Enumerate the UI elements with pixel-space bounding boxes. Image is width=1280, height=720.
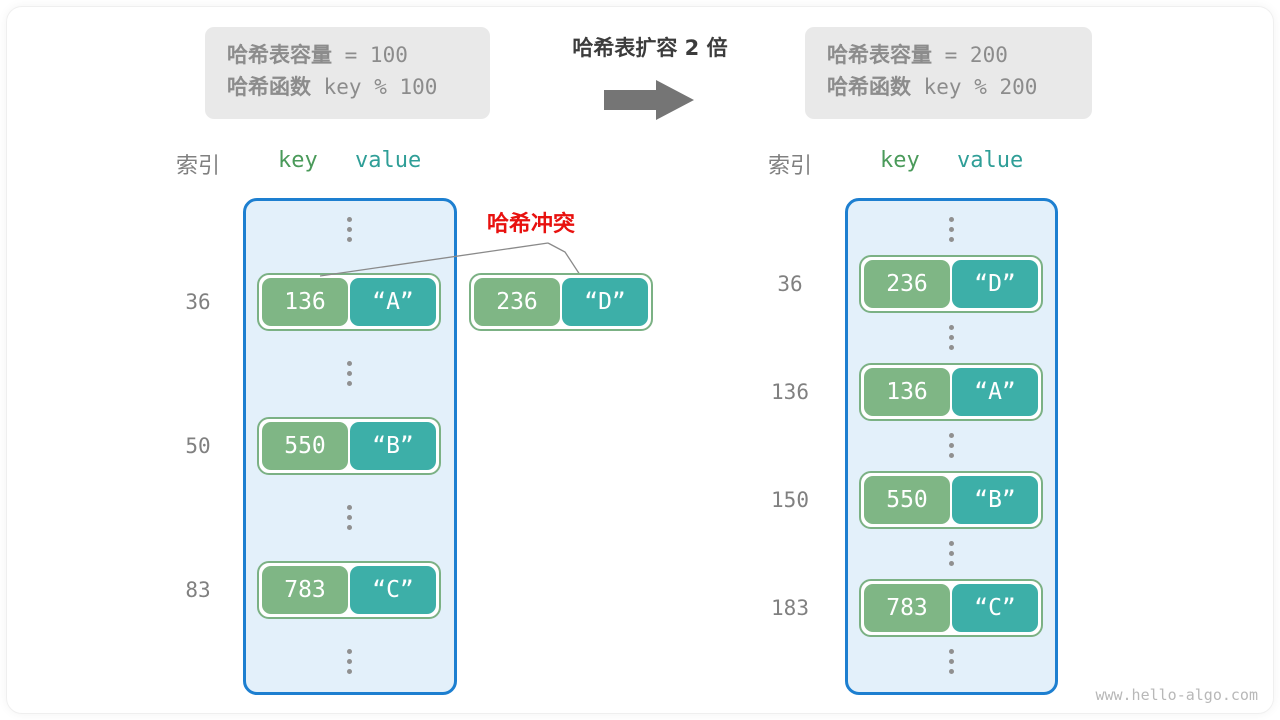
entry-key: 550 xyxy=(262,422,348,470)
entry-value: “A” xyxy=(952,368,1038,416)
collision-label: 哈希冲突 xyxy=(487,212,576,237)
entry-before-5[interactable]: 783“C” xyxy=(257,561,441,619)
entry-key: 236 xyxy=(474,278,560,326)
vertical-dots-before-6 xyxy=(344,649,354,675)
entry-before-3[interactable]: 550“B” xyxy=(257,417,441,475)
key-header-after: key xyxy=(880,148,920,173)
index-header-after: 索引 xyxy=(767,154,812,179)
vertical-dots-after-8 xyxy=(946,649,956,675)
entry-after-7[interactable]: 783“C” xyxy=(859,579,1043,637)
capacity-value-after: = 200 xyxy=(932,43,1008,67)
entry-key: 236 xyxy=(864,260,950,308)
entry-key: 550 xyxy=(864,476,950,524)
value-header-after: value xyxy=(957,148,1024,173)
hash-function-line-before: 哈希函数 key % 100 xyxy=(227,71,468,103)
right-arrow-icon xyxy=(604,80,694,120)
entry-value: “D” xyxy=(952,260,1038,308)
entry-value: “C” xyxy=(952,584,1038,632)
index-cell-after-1: 36 xyxy=(777,272,803,296)
vertical-dots-after-6 xyxy=(946,541,956,567)
entry-value: “A” xyxy=(350,278,436,326)
entry-after-3[interactable]: 136“A” xyxy=(859,363,1043,421)
entry-key: 136 xyxy=(864,368,950,416)
hash-table-info-before: 哈希表容量 = 100 哈希函数 key % 100 xyxy=(205,27,490,119)
entry-before-1[interactable]: 136“A” xyxy=(257,273,441,331)
index-cell-before-1: 36 xyxy=(185,290,211,314)
capacity-label-after: 哈希表容量 xyxy=(827,43,932,67)
hash-function-value-after: key % 200 xyxy=(911,75,1038,99)
entry-after-1[interactable]: 236“D” xyxy=(859,255,1043,313)
entry-key: 783 xyxy=(262,566,348,614)
index-cell-before-3: 50 xyxy=(185,434,211,458)
index-cell-after-5: 150 xyxy=(771,488,809,512)
vertical-dots-before-4 xyxy=(344,505,354,531)
hash-function-label-before: 哈希函数 xyxy=(227,75,311,99)
hash-table-info-after: 哈希表容量 = 200 哈希函数 key % 200 xyxy=(805,27,1092,119)
entry-value: “C” xyxy=(350,566,436,614)
capacity-line-after: 哈希表容量 = 200 xyxy=(827,39,1070,71)
capacity-value-before: = 100 xyxy=(332,43,408,67)
expand-caption: 哈希表扩容 2 倍 xyxy=(572,36,728,60)
watermark: www.hello-algo.com xyxy=(1095,686,1258,704)
entry-key: 783 xyxy=(864,584,950,632)
capacity-label-before: 哈希表容量 xyxy=(227,43,332,67)
index-cell-before-5: 83 xyxy=(185,578,211,602)
entry-value: “B” xyxy=(952,476,1038,524)
entry-value: “B” xyxy=(350,422,436,470)
vertical-dots-before-2 xyxy=(344,361,354,387)
value-header-before: value xyxy=(355,148,422,173)
hash-function-label-after: 哈希函数 xyxy=(827,75,911,99)
entry-after-5[interactable]: 550“B” xyxy=(859,471,1043,529)
entry-value: “D” xyxy=(562,278,648,326)
key-header-before: key xyxy=(278,148,318,173)
hash-function-value-before: key % 100 xyxy=(311,75,438,99)
index-cell-after-7: 183 xyxy=(771,596,809,620)
hash-function-line-after: 哈希函数 key % 200 xyxy=(827,71,1070,103)
vertical-dots-after-4 xyxy=(946,433,956,459)
vertical-dots-before-0 xyxy=(344,217,354,243)
vertical-dots-after-0 xyxy=(946,217,956,243)
index-cell-after-3: 136 xyxy=(771,380,809,404)
vertical-dots-after-2 xyxy=(946,325,956,351)
index-header-before: 索引 xyxy=(175,154,220,179)
capacity-line-before: 哈希表容量 = 100 xyxy=(227,39,468,71)
entry-key: 136 xyxy=(262,278,348,326)
collision-entry[interactable]: 236“D” xyxy=(469,273,653,331)
